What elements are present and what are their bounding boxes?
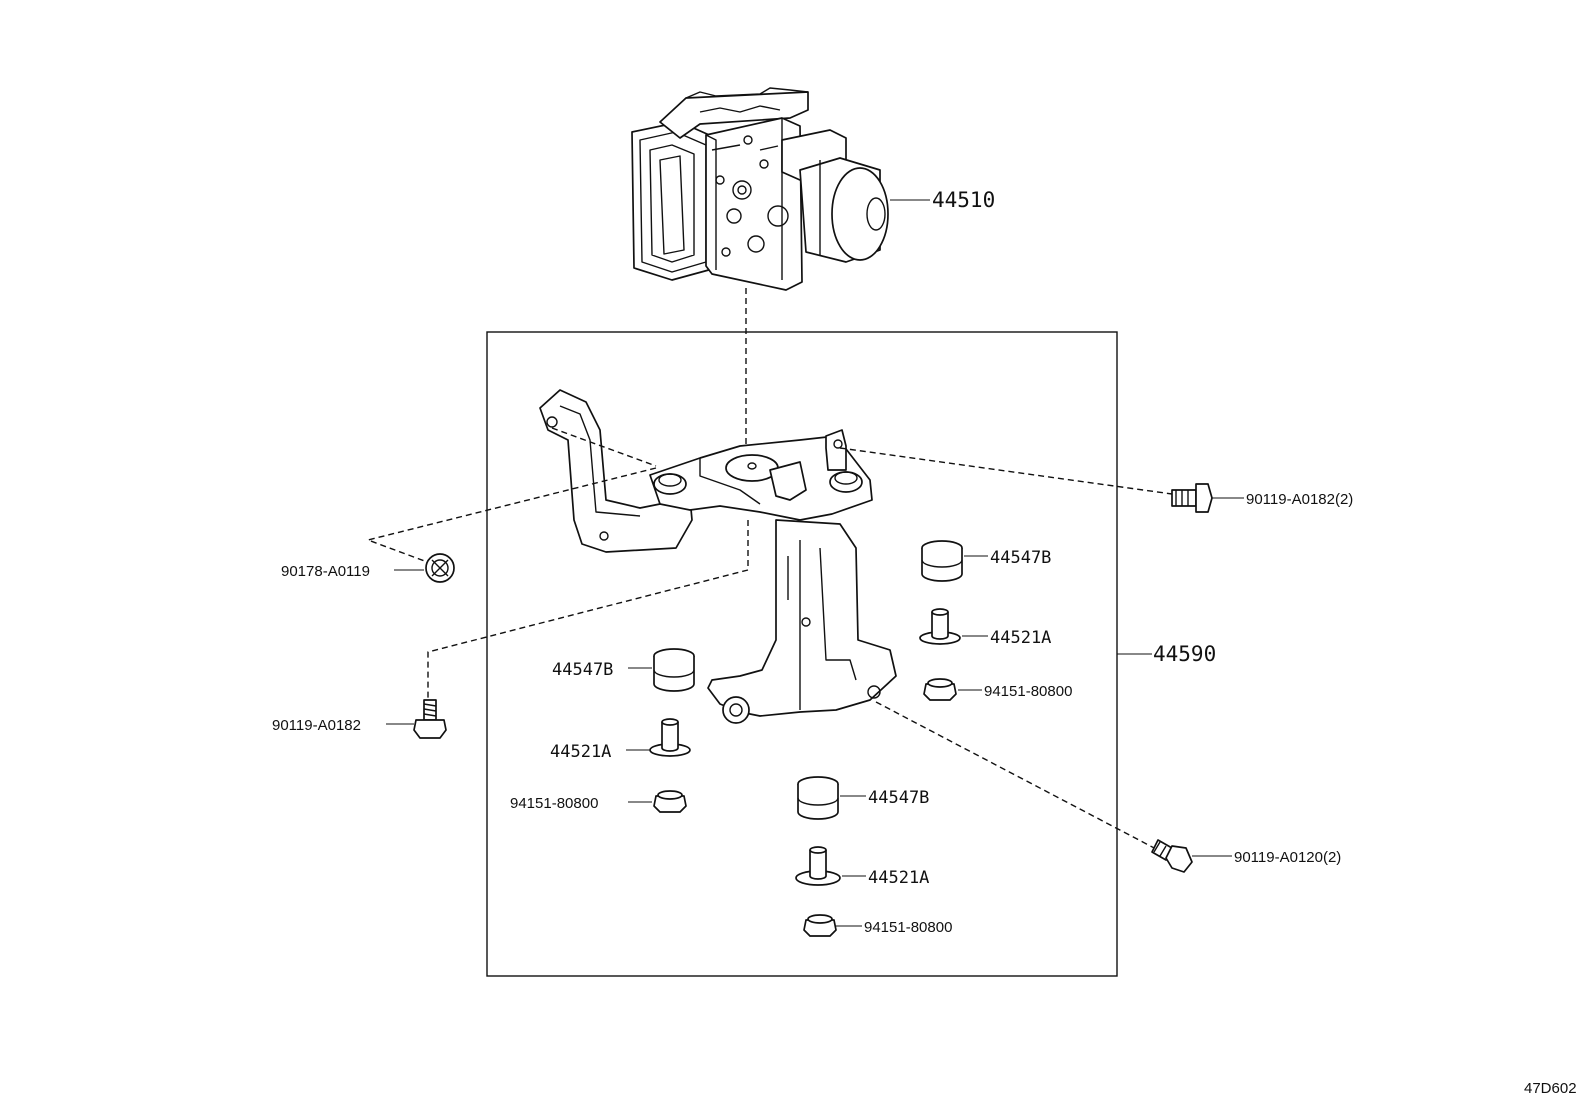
label-94151-80800-2: 94151-80800 (510, 795, 598, 812)
bolt-top-right (1171, 483, 1213, 513)
collar-a-3 (795, 846, 841, 886)
cushion-b-2 (653, 648, 695, 692)
cushion-b-3 (797, 776, 839, 820)
label-44590: 44590 (1153, 642, 1216, 666)
label-44521A-2: 44521A (550, 742, 611, 762)
label-90119-A0120-2: 90119-A0120(2) (1234, 849, 1341, 866)
bolt-left (413, 699, 447, 739)
collar-a-2 (649, 718, 691, 757)
label-44547B-2: 44547B (552, 660, 613, 680)
nut-1 (923, 678, 957, 701)
nut-2 (653, 790, 687, 813)
nut-3 (803, 914, 837, 937)
label-90178-A0119: 90178-A0119 (281, 563, 370, 580)
label-90119-A0182: 90119-A0182 (272, 717, 361, 734)
label-44510: 44510 (932, 188, 995, 212)
label-90119-A0182-2: 90119-A0182(2) (1246, 491, 1353, 508)
label-44521A-1: 44521A (990, 628, 1051, 648)
cushion-b-1 (921, 540, 963, 582)
bolt-bottom-right (1151, 839, 1193, 873)
label-44521A-3: 44521A (868, 868, 929, 888)
flange-nut-left (425, 553, 455, 583)
label-44547B-3: 44547B (868, 788, 929, 808)
collar-a-1 (919, 608, 961, 645)
image-code: 47D602 (1524, 1080, 1577, 1097)
bracket (539, 389, 897, 724)
label-94151-80800-3: 94151-80800 (864, 919, 952, 936)
label-44547B-1: 44547B (990, 548, 1051, 568)
hydraulic-unit-44510 (631, 87, 889, 291)
label-94151-80800-1: 94151-80800 (984, 683, 1072, 700)
